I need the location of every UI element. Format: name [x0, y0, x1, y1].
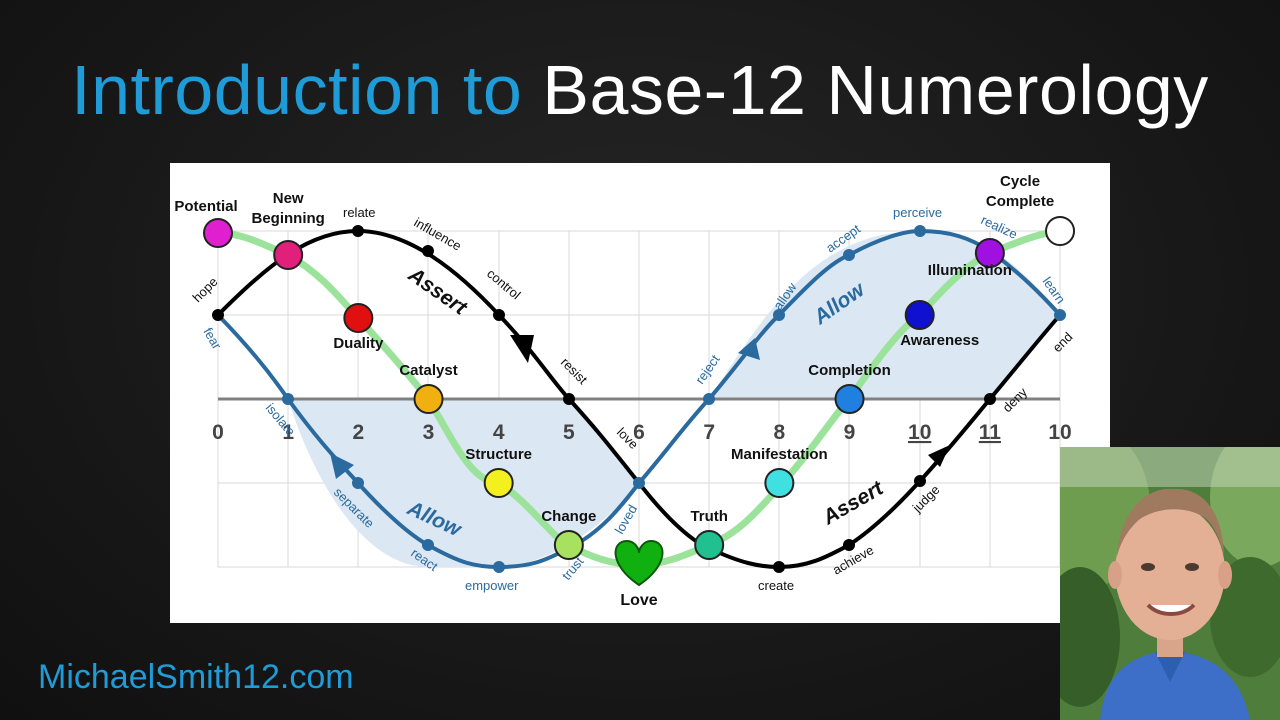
point-catalyst: [413, 384, 444, 414]
assert-arrow-up-right: [928, 445, 950, 467]
tick-label: 7: [703, 421, 715, 444]
label-control: control: [484, 266, 524, 303]
tick-label: 6: [633, 421, 645, 444]
love-heart-icon: [614, 539, 664, 587]
label-hope: hope: [190, 274, 221, 305]
label-resist: resist: [558, 355, 591, 388]
tick-label: 9: [844, 421, 856, 444]
presenter-photo-drawing: [1060, 447, 1280, 720]
point-new-beginning: [273, 240, 304, 270]
point-truth: [694, 530, 725, 560]
tick-label: 10: [1048, 421, 1071, 444]
website-url: MichaelSmith12.com: [38, 658, 354, 696]
label-perceive: perceive: [893, 205, 942, 220]
allow-arrow-up-left: [330, 453, 354, 479]
assert-arrow-down: [510, 335, 534, 363]
tick-label: 3: [423, 421, 435, 444]
label-fear: fear: [200, 325, 225, 352]
allow-shading-left: [288, 399, 639, 567]
label-create: create: [758, 578, 794, 593]
point-label-awareness: Awareness: [900, 332, 979, 349]
assert-annotation-1: Assert: [403, 263, 471, 320]
point-label-love: Love: [620, 592, 657, 609]
point-completion: [834, 384, 865, 414]
allow-shading-right: [709, 231, 1060, 399]
axis-ticks: 0 1 2 3 4 5 6 7 8 9 10 11 10: [212, 421, 1072, 444]
point-change: [553, 530, 584, 560]
point-label-illumination: Illumination: [928, 262, 1012, 279]
point-awareness: [904, 300, 935, 330]
tick-label: 0: [212, 421, 224, 444]
tick-label: 10: [908, 421, 931, 444]
point-label-potential: Potential: [174, 198, 237, 215]
point-label-structure: Structure: [465, 446, 532, 463]
assert-dots: [212, 225, 996, 573]
point-cycle-complete: [1045, 216, 1076, 246]
allow-arrow-down-left: [738, 338, 760, 360]
point-label-change: Change: [541, 508, 596, 525]
tick-label: 8: [774, 421, 786, 444]
allow-dots: [282, 225, 1066, 573]
point-potential: [203, 218, 233, 248]
point-illumination: [974, 238, 1005, 268]
label-end: end: [1050, 329, 1076, 355]
point-manifestation: [764, 468, 795, 498]
tick-label: 1: [282, 421, 294, 444]
label-relate: relate: [343, 205, 376, 220]
title-part-2: Base-12 Numerology: [542, 51, 1209, 129]
label-reject: reject: [692, 352, 723, 387]
point-structure: [483, 468, 514, 498]
page-title: Introduction to Base-12 Numerology: [0, 42, 1280, 138]
point-label-catalyst: Catalyst: [399, 362, 457, 379]
point-label-truth: Truth: [690, 508, 728, 525]
tick-label: 4: [493, 421, 505, 444]
point-duality: [343, 303, 374, 333]
label-realize: realize: [979, 212, 1020, 242]
presenter-photo: [1060, 447, 1280, 720]
tick-label: 5: [563, 421, 575, 444]
tick-label: 2: [352, 421, 364, 444]
label-empower: empower: [465, 578, 519, 593]
point-label-duality: Duality: [333, 335, 384, 352]
title-part-1: Introduction to: [71, 51, 523, 129]
point-label-manifestation: Manifestation: [731, 446, 828, 463]
point-label-completion: Completion: [808, 362, 891, 379]
tick-label: 11: [979, 421, 1002, 444]
